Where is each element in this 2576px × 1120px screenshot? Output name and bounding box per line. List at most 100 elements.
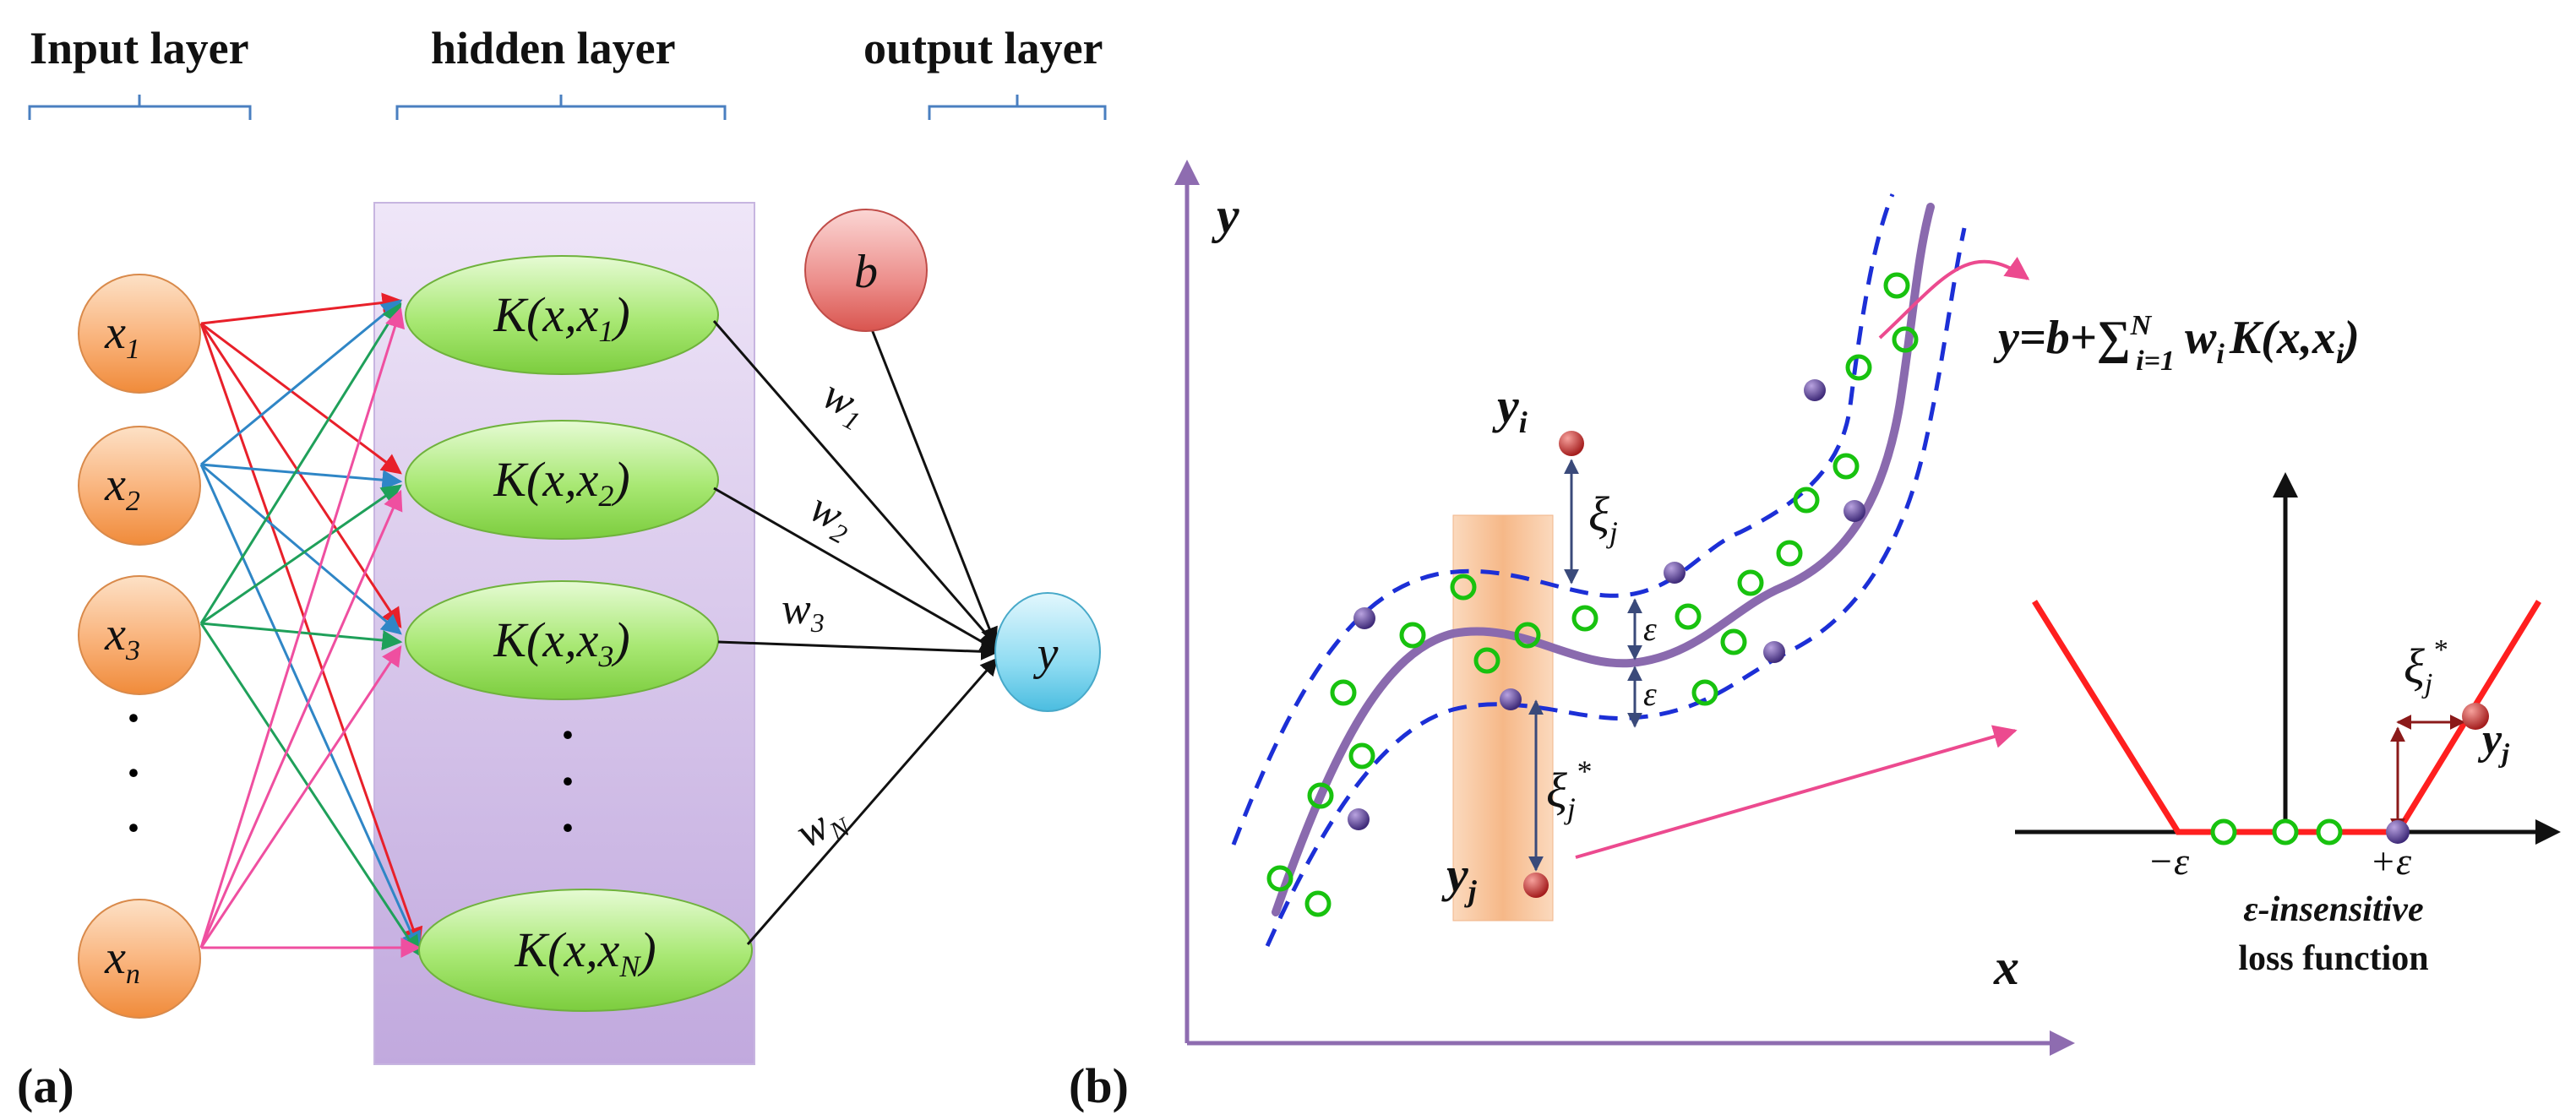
input-node-x1 [78,274,201,394]
data-point [1892,326,1919,353]
outlier-point-yi [1559,431,1584,456]
support-vector [1763,641,1785,663]
data-point [1514,622,1541,649]
kernel-ellipsis-1: · [559,707,576,763]
loss-caption-line1: ε-insensitive [2243,890,2423,929]
support-vectors-boundary [1348,379,1865,830]
epsilon-label-upper: ε [1643,610,1657,648]
xi-j-label: ξj [1588,487,1618,549]
equation-pointer-arrow [1878,256,2030,340]
loss-yj-label: yj [2477,715,2509,768]
data-point [1691,679,1718,706]
input-ellipsis-3: · [125,800,142,856]
data-point [1473,647,1500,674]
xi-j-star-label: ξj* [1546,754,1591,825]
kernel-nodes: K(x,x1) K(x,x2) K(x,x3) · · · K(x,xN) [405,255,753,1012]
loss-pointer-arrow [1575,725,2018,859]
input-node-x2 [78,426,201,546]
panel-b-label: (b) [1069,1058,1129,1113]
data-point [1845,354,1872,381]
data-point [1348,742,1375,769]
support-vector [1844,500,1865,522]
output-bracket [928,95,1107,120]
data-point [1571,605,1598,632]
panel-a: Input layer hidden layer output layer [17,23,1107,1113]
minus-epsilon-label: −ε [2148,840,2190,883]
kernel-node-1 [405,255,719,375]
data-point [1450,574,1477,601]
loss-point [2272,818,2299,845]
kernel-label-2: K(x,x2) [493,452,629,513]
hidden-layer-header: hidden layer [431,23,676,73]
kernel-node-2 [405,420,719,540]
support-points-inside [1266,272,1919,917]
weight-label-1: w1 [813,370,875,437]
data-point [1266,865,1293,892]
loss-xi-label: ξj* [2404,634,2447,699]
tube-upper [1231,193,1895,845]
kernel-ellipsis-2: · [559,753,576,809]
support-vector [1664,562,1686,584]
kernel-label-1: K(x,x1) [493,287,629,348]
data-point [1793,487,1820,514]
loss-outlier [2462,703,2489,730]
loss-support-vector [2386,820,2410,844]
loss-point [2210,818,2237,845]
input-nodes: x1 x2 x3 · · · xn [78,274,201,1019]
output-node [994,592,1101,712]
data-point [1833,453,1860,480]
kernel-label-N: K(x,xN) [514,922,656,983]
y-axis-label: y [1212,188,1239,243]
weight-label-N: wN [788,791,857,862]
support-vector [1804,379,1826,401]
support-vector [1348,808,1370,830]
kernel-ellipsis-3: · [559,800,576,856]
support-vector [1500,688,1522,710]
weight-label-2: w2 [800,483,863,550]
kernel-node-3 [405,580,719,700]
kernel-label-3: K(x,x3) [493,612,629,673]
hidden-bracket [395,95,727,120]
output-label: y [1033,628,1059,680]
loss-point [2316,818,2343,845]
data-point [1776,540,1803,567]
regression-curve [1272,203,1935,916]
input-bracket [28,95,252,120]
kernel-node-N [418,889,753,1012]
yj-label: yj [1441,847,1478,908]
input-label-x3: x3 [104,608,140,666]
data-point [1330,679,1357,706]
data-point [1737,569,1764,596]
input-label-xn: xn [104,932,140,990]
bias-label: b [854,246,878,298]
data-point [1720,628,1747,655]
data-point [1304,890,1332,917]
input-label-x2: x2 [104,459,140,517]
loss-function-inset: ξj* yj −ε +ε ε-insensitive loss function [2015,472,2561,978]
weight-label-3: w3 [782,585,825,638]
epsilon-label-lower: ε [1643,675,1657,713]
bias-node [804,209,928,332]
input-ellipsis-2: · [125,745,142,801]
input-node-x3 [78,575,201,695]
plus-epsilon-label: +ε [2370,840,2412,883]
data-point [1307,782,1334,809]
tube-lower [1265,227,1967,948]
input-kernel-edges [199,292,423,958]
panel-b: y x [1069,160,2561,1113]
weight-labels: w1 w2 w3 wN [782,370,875,862]
x-axis-label: x [1993,939,2019,995]
input-ellipsis-1: · [125,690,142,746]
layer-brackets [28,95,1107,120]
data-point [1675,603,1702,630]
data-point [1399,622,1426,649]
outlier-point-yj [1523,873,1549,898]
data-point [1883,272,1910,299]
input-node-xn [78,899,201,1019]
input-label-x1: x1 [104,307,140,365]
support-vector [1353,607,1375,629]
output-layer-header: output layer [863,23,1103,73]
yi-label: yi [1492,378,1528,439]
